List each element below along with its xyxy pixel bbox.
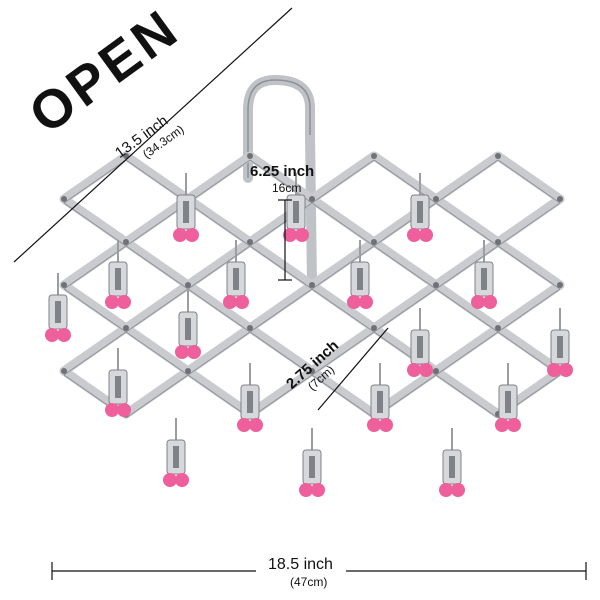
pivot-rivet xyxy=(247,325,253,331)
clothes-peg xyxy=(45,273,71,342)
clothes-peg xyxy=(283,173,309,242)
clothes-peg xyxy=(299,428,325,497)
clothes-peg xyxy=(223,240,249,309)
frame-bar xyxy=(59,194,131,247)
frame-bar xyxy=(369,280,441,333)
frame-bar xyxy=(183,366,255,419)
frame-bar xyxy=(121,366,193,419)
frame-bar xyxy=(369,237,441,290)
clothes-peg xyxy=(407,173,433,242)
pivot-rivet xyxy=(61,196,67,202)
pivot-rivet xyxy=(495,153,501,159)
clothes-peg xyxy=(163,418,189,487)
frame-bar xyxy=(307,366,379,419)
cell-dimension-line xyxy=(317,327,389,411)
frame-bar xyxy=(493,237,565,290)
frame-bar xyxy=(307,323,379,376)
width-inch-label: 18.5 inch xyxy=(268,556,333,573)
width-cm-label: (47cm) xyxy=(290,575,328,589)
pivot-rivet xyxy=(123,325,129,331)
hook-stem xyxy=(305,134,317,286)
frame-bar xyxy=(245,280,317,333)
frame-bar xyxy=(493,323,565,376)
frame-bar xyxy=(245,366,317,419)
frame-bar xyxy=(245,323,317,376)
frame-bar xyxy=(307,194,379,247)
pivot-rivet xyxy=(61,282,67,288)
frame-bar xyxy=(59,151,131,204)
clothes-peg xyxy=(495,363,521,432)
frame-bar xyxy=(431,237,503,290)
frame-bar xyxy=(493,151,565,204)
pivot-rivet xyxy=(495,325,501,331)
pivot-rivet xyxy=(495,239,501,245)
clothes-peg xyxy=(105,240,131,309)
clothes-peg xyxy=(439,428,465,497)
frame-bar xyxy=(183,194,255,247)
frame-pivots xyxy=(61,153,563,417)
frame-bar xyxy=(121,237,193,290)
pivot-rivet xyxy=(371,153,377,159)
pivot-rivet xyxy=(433,368,439,374)
frame-bar xyxy=(307,280,379,333)
frame-bar xyxy=(121,151,193,204)
pivot-rivet xyxy=(371,325,377,331)
frame-bar xyxy=(431,366,503,419)
frame-bar xyxy=(431,323,503,376)
frame-bar xyxy=(245,237,317,290)
frame-bar xyxy=(183,323,255,376)
pivot-rivet xyxy=(123,239,129,245)
clothes-peg xyxy=(237,363,263,432)
pivot-rivet xyxy=(309,368,315,374)
pivot-rivet xyxy=(247,239,253,245)
clothes-peg xyxy=(173,173,199,242)
frame-bar xyxy=(59,280,131,333)
frame-bar xyxy=(493,280,565,333)
frame-bar xyxy=(307,151,379,204)
frame-bar xyxy=(121,280,193,333)
clothes-peg xyxy=(471,240,497,309)
pivot-rivet xyxy=(185,368,191,374)
pivot-rivet xyxy=(61,368,67,374)
frame-bar xyxy=(431,280,503,333)
pivot-rivet xyxy=(309,282,315,288)
diagonal-dimension-line xyxy=(13,7,293,263)
pivot-rivet xyxy=(433,196,439,202)
pivot-rivet xyxy=(309,196,315,202)
clothes-peg xyxy=(175,290,201,359)
frame-bar xyxy=(307,237,379,290)
frame-bar xyxy=(431,194,503,247)
frame-bar xyxy=(183,237,255,290)
pivot-rivet xyxy=(557,282,563,288)
pivot-rivet xyxy=(557,196,563,202)
frame-bar xyxy=(493,194,565,247)
pivot-rivet xyxy=(371,239,377,245)
frame-bar xyxy=(183,280,255,333)
clothes-peg xyxy=(367,363,393,432)
pivot-rivet xyxy=(247,153,253,159)
clothes-pegs xyxy=(45,173,573,497)
frame-bar xyxy=(183,151,255,204)
height-cm-label: 16cm xyxy=(272,181,302,195)
frame-bar xyxy=(59,323,131,376)
frame-bar xyxy=(59,237,131,290)
frame-bar xyxy=(245,151,317,204)
pivot-rivet xyxy=(185,282,191,288)
pivot-rivet xyxy=(433,282,439,288)
clothes-peg xyxy=(407,308,433,377)
clothes-peg xyxy=(105,348,131,417)
height-inch-label: 6.25 inch xyxy=(250,163,315,180)
clothes-peg xyxy=(347,240,373,309)
frame-bar xyxy=(121,323,193,376)
accordion-frame xyxy=(59,151,565,419)
frame-bar xyxy=(369,151,441,204)
clothes-peg xyxy=(547,308,573,377)
frame-bar xyxy=(431,151,503,204)
